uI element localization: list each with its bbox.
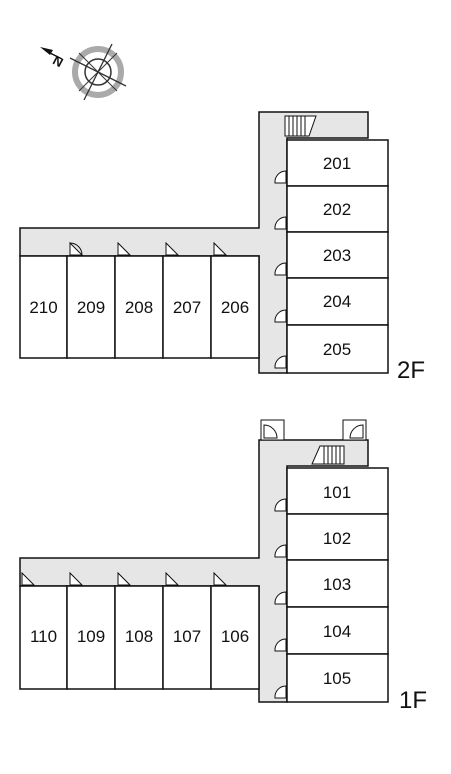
room-number: 208 bbox=[125, 298, 153, 317]
room-number: 101 bbox=[323, 483, 351, 502]
room-number: 107 bbox=[173, 627, 201, 646]
room-101: 101 bbox=[286, 467, 389, 515]
room-number: 106 bbox=[221, 627, 249, 646]
room-207: 207 bbox=[162, 255, 212, 359]
room-202: 202 bbox=[286, 185, 389, 233]
room-number: 209 bbox=[77, 298, 105, 317]
room-208: 208 bbox=[114, 255, 164, 359]
room-210: 210 bbox=[19, 255, 68, 359]
room-103: 103 bbox=[286, 559, 389, 608]
door-icon bbox=[69, 170, 287, 369]
compass-icon: N bbox=[40, 43, 127, 101]
room-104: 104 bbox=[286, 606, 389, 655]
room-205: 205 bbox=[286, 324, 389, 374]
room-206: 206 bbox=[210, 255, 260, 359]
room-number: 105 bbox=[323, 669, 351, 688]
room-201: 201 bbox=[286, 139, 389, 187]
room-number: 109 bbox=[77, 627, 105, 646]
room-number: 108 bbox=[125, 627, 153, 646]
floor-label-1f: 1F bbox=[399, 687, 427, 714]
stairs-icon bbox=[284, 115, 317, 137]
room-number: 102 bbox=[323, 529, 351, 548]
room-number: 205 bbox=[323, 340, 351, 359]
door-icon bbox=[21, 498, 287, 699]
room-203: 203 bbox=[286, 231, 389, 279]
compass-north-letter: N bbox=[50, 53, 65, 71]
room-number: 204 bbox=[323, 292, 351, 311]
floor-plan-1f: 101 102 103 104 105 110 109 108 bbox=[19, 419, 427, 714]
room-102: 102 bbox=[286, 513, 389, 561]
entrance-door-icon bbox=[260, 419, 367, 441]
floor-plan-2f: 201 202 203 204 205 210 209 208 bbox=[19, 111, 425, 384]
room-number: 210 bbox=[29, 298, 57, 317]
room-109: 109 bbox=[66, 585, 116, 690]
room-105: 105 bbox=[286, 653, 389, 703]
room-number: 203 bbox=[323, 246, 351, 265]
floor-label-2f: 2F bbox=[397, 357, 425, 384]
room-number: 110 bbox=[30, 627, 57, 646]
room-108: 108 bbox=[114, 585, 164, 690]
room-106: 106 bbox=[210, 585, 260, 690]
room-number: 103 bbox=[323, 575, 351, 594]
room-209: 209 bbox=[66, 255, 116, 359]
room-107: 107 bbox=[162, 585, 212, 690]
room-number: 104 bbox=[323, 622, 351, 641]
stairs-icon bbox=[311, 445, 345, 465]
room-number: 201 bbox=[323, 154, 351, 173]
room-204: 204 bbox=[286, 277, 389, 326]
room-number: 202 bbox=[323, 200, 351, 219]
room-110: 110 bbox=[19, 585, 68, 690]
room-number: 207 bbox=[173, 298, 201, 317]
room-number: 206 bbox=[221, 298, 249, 317]
